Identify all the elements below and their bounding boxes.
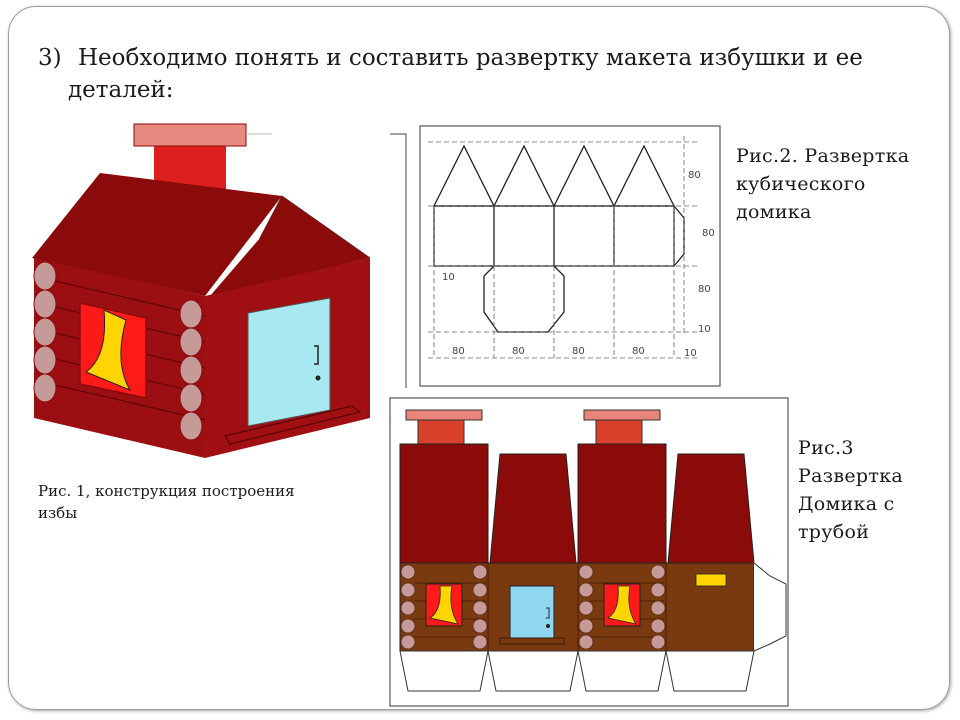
chimney-1 [417, 417, 465, 445]
fig2-caption: Рис.2. Развертка кубического домика [736, 142, 936, 226]
heading-line-1: Необходимо понять и составить развертку … [78, 45, 863, 71]
roof-side [210, 196, 370, 296]
fig2-caption-line-1: Рис.2. Развертка [736, 145, 910, 167]
fig3-caption-line-2: Развертка [798, 465, 903, 487]
dim-label-bottom-small: 10 [684, 348, 697, 359]
chimney-cap [133, 123, 247, 147]
roof-front [32, 173, 282, 296]
fig2-caption-line-3: домика [736, 201, 812, 223]
heading-number: 3) [38, 45, 62, 71]
log-ends-left [33, 261, 57, 403]
fig3-caption: Рис.3 Развертка Домика с трубой [798, 434, 948, 546]
roof-panel-4 [667, 453, 755, 564]
roof-panel-2 [489, 453, 577, 564]
fig1-caption: Рис. 1, конструкция построения избы [38, 480, 338, 524]
attic-window [695, 573, 727, 587]
chimney-2-cap [583, 409, 661, 421]
fig2-net-drawing: 80 80 80 10 10 80 80 80 80 10 [390, 125, 721, 388]
fig2-caption-line-2: кубического [736, 173, 866, 195]
fig3-net-drawing [389, 397, 789, 707]
door-step [224, 405, 362, 445]
door [509, 585, 555, 639]
fig1-house-drawing [32, 123, 371, 458]
dim-label-top: 80 [688, 170, 701, 181]
dim-label-left: 10 [442, 272, 455, 283]
dim-label-bottom-3: 80 [572, 346, 585, 357]
dim-label-small-right: 10 [698, 324, 711, 335]
fig3-caption-line-4: трубой [798, 521, 870, 543]
slide-frame [8, 6, 950, 710]
fig1-caption-line-2: избы [38, 504, 78, 522]
dim-label-middle: 80 [702, 228, 715, 239]
fig3-caption-line-1: Рис.3 [798, 437, 854, 459]
dim-label-right: 80 [698, 284, 711, 295]
slide-heading: 3) Необходимо понять и составить развертк… [38, 42, 898, 106]
dim-label-bottom-2: 80 [512, 346, 525, 357]
chimney-1-cap [405, 409, 483, 421]
dim-label-bottom-4: 80 [632, 346, 645, 357]
window-curtain [84, 309, 132, 392]
log-ends-corner [179, 299, 203, 441]
roof-panel-1 [399, 443, 489, 564]
door [247, 297, 331, 427]
heading-line-2: деталей: [68, 77, 174, 103]
fig1-caption-line-1: Рис. 1, конструкция построения [38, 482, 295, 500]
chimney-2 [595, 417, 643, 445]
roof-panel-3 [577, 443, 667, 564]
fig3-caption-line-3: Домика с [798, 493, 895, 515]
dim-label-bottom-1: 80 [452, 346, 465, 357]
